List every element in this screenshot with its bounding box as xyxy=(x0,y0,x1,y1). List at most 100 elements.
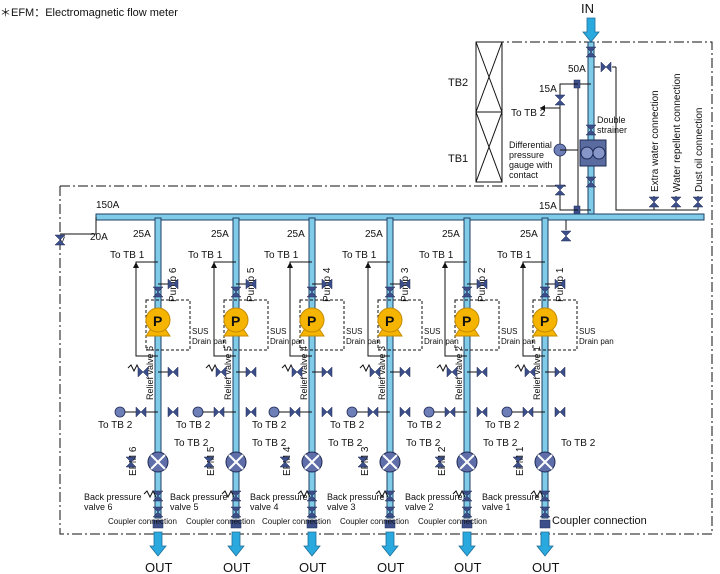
pressure-gauge-icon xyxy=(346,406,358,418)
outlet-arrow xyxy=(458,531,476,557)
efm-label: EFM 6 xyxy=(128,446,139,476)
pump-icon[interactable] xyxy=(145,307,171,333)
connection-valve-icon[interactable] xyxy=(692,196,704,208)
suction-valve-icon[interactable] xyxy=(384,286,396,298)
efm-bypass-valve-icon[interactable] xyxy=(357,456,369,468)
pump-icon[interactable] xyxy=(454,307,480,333)
relief-valve-icon[interactable] xyxy=(446,366,458,378)
efm-to-tb2-label: To TB 2 xyxy=(174,438,209,449)
drain-pan-label-1: SUS xyxy=(579,327,595,336)
coupler-label: Coupler connection xyxy=(262,517,331,526)
pressure-sense-line xyxy=(522,261,545,357)
gauge-isolation-valve-icon[interactable] xyxy=(444,406,456,418)
pump-icon[interactable] xyxy=(299,307,325,333)
efm-bypass-valve-icon[interactable] xyxy=(434,456,446,468)
back-pressure-valve-icon[interactable] xyxy=(384,490,396,502)
relief-valve-icon[interactable] xyxy=(291,366,303,378)
gauge-isolation-valve-icon[interactable] xyxy=(213,406,225,418)
relief-valve-icon[interactable] xyxy=(215,366,227,378)
strainer-outlet-valve-icon[interactable] xyxy=(585,176,597,188)
sample-valve-icon[interactable] xyxy=(321,406,333,418)
suction-valve-icon[interactable] xyxy=(152,286,164,298)
gauge-lower-valve-icon[interactable] xyxy=(554,184,566,196)
back-pressure-spring-icon xyxy=(530,489,544,499)
pressure-sense-line xyxy=(444,261,467,357)
upper-drain-valve-icon[interactable] xyxy=(245,278,257,290)
inlet-valve-icon[interactable] xyxy=(585,46,597,58)
inlet-drain-valve-icon[interactable] xyxy=(600,61,612,73)
upper-drain-valve-icon[interactable] xyxy=(399,278,411,290)
coupler-valve-icon[interactable] xyxy=(539,506,551,518)
coupler-valve-icon[interactable] xyxy=(461,506,473,518)
pump-base xyxy=(454,329,480,337)
branch-size-label: 25A xyxy=(365,229,383,240)
back-pressure-valve-icon[interactable] xyxy=(306,490,318,502)
gauge-isolation-valve-icon[interactable] xyxy=(289,406,301,418)
drain-pan-label-1: SUS xyxy=(346,327,362,336)
relief-valve-icon[interactable] xyxy=(137,366,149,378)
gauge-to-tb2-arrow xyxy=(540,105,545,111)
outlet-label: OUT xyxy=(377,560,405,574)
discharge-drain-valve-icon[interactable] xyxy=(554,366,566,378)
coupler-valve-icon[interactable] xyxy=(306,506,318,518)
back-pressure-valve-icon[interactable] xyxy=(230,490,242,502)
suction-valve-icon[interactable] xyxy=(306,286,318,298)
pump-base xyxy=(145,329,171,337)
sample-valve-icon[interactable] xyxy=(245,406,257,418)
discharge-drain-valve-icon[interactable] xyxy=(245,366,257,378)
back-pressure-valve-icon[interactable] xyxy=(461,490,473,502)
pump-icon[interactable] xyxy=(377,307,403,333)
drain-pan-label-2: Drain pan xyxy=(192,337,227,346)
coupler-valve-icon[interactable] xyxy=(384,506,396,518)
efm-bypass-valve-icon[interactable] xyxy=(512,456,524,468)
header-drain-valve-icon[interactable] xyxy=(560,230,572,242)
vent-valve-icon[interactable] xyxy=(54,234,66,246)
pump-base xyxy=(532,329,558,337)
discharge-drain-valve-icon[interactable] xyxy=(167,366,179,378)
sample-valve-icon[interactable] xyxy=(167,406,179,418)
sample-valve-icon[interactable] xyxy=(554,406,566,418)
pressure-sense-line xyxy=(289,261,312,357)
to-tb2-label: To TB 2 xyxy=(176,420,211,431)
discharge-drain-valve-icon[interactable] xyxy=(476,366,488,378)
flow-meter-cross xyxy=(382,454,398,470)
connection-valve-icon[interactable] xyxy=(670,196,682,208)
strainer-size-upper: 15A xyxy=(539,84,557,95)
sample-valve-icon[interactable] xyxy=(399,406,411,418)
coupler-valve-icon[interactable] xyxy=(152,506,164,518)
relief-valve-icon[interactable] xyxy=(524,366,536,378)
discharge-drain-valve-icon[interactable] xyxy=(399,366,411,378)
efm-bypass-valve-icon[interactable] xyxy=(125,456,137,468)
strainer-inlet-valve-icon[interactable] xyxy=(585,124,597,136)
efm-bypass-valve-icon[interactable] xyxy=(203,456,215,468)
gauge-isolation-valve-icon[interactable] xyxy=(135,406,147,418)
connection-label: Extra water connection xyxy=(650,90,661,192)
upper-drain-valve-icon[interactable] xyxy=(321,278,333,290)
efm-bypass-valve-icon[interactable] xyxy=(279,456,291,468)
strainer-basket-right-icon xyxy=(592,146,606,160)
back-pressure-valve-icon[interactable] xyxy=(539,490,551,502)
suction-valve-icon[interactable] xyxy=(230,286,242,298)
suction-valve-icon[interactable] xyxy=(539,286,551,298)
relief-valve-label: Relief valve 2 xyxy=(454,346,464,400)
drain-pan-label-2: Drain pan xyxy=(579,337,614,346)
pressure-gauge-icon xyxy=(501,406,513,418)
sample-valve-icon[interactable] xyxy=(476,406,488,418)
discharge-drain-valve-icon[interactable] xyxy=(321,366,333,378)
pump-icon[interactable] xyxy=(223,307,249,333)
tb1-label: TB1 xyxy=(448,153,468,165)
gauge-isolation-valve-icon[interactable] xyxy=(367,406,379,418)
drain-pan-label-1: SUS xyxy=(424,327,440,336)
relief-valve-icon[interactable] xyxy=(369,366,381,378)
upper-drain-valve-icon[interactable] xyxy=(167,278,179,290)
back-pressure-valve-icon[interactable] xyxy=(152,490,164,502)
coupler-valve-icon[interactable] xyxy=(230,506,242,518)
upper-drain-valve-icon[interactable] xyxy=(554,278,566,290)
suction-valve-icon[interactable] xyxy=(461,286,473,298)
gauge-isolation-valve-icon[interactable] xyxy=(522,406,534,418)
gauge-upper-valve-icon[interactable] xyxy=(554,94,566,106)
connection-valve-icon[interactable] xyxy=(648,196,660,208)
to-tb1-label: To TB 1 xyxy=(342,250,377,261)
upper-drain-valve-icon[interactable] xyxy=(476,278,488,290)
pump-icon[interactable] xyxy=(532,307,558,333)
